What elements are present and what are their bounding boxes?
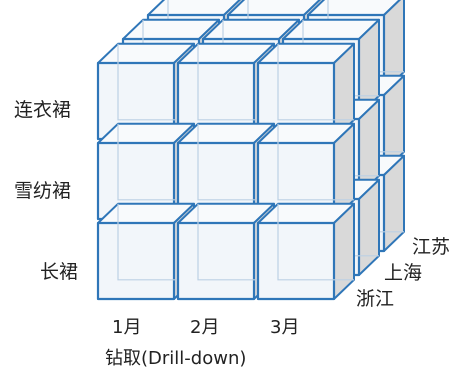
cube-inner-edges-r1-c3-d1 — [277, 43, 354, 121]
cube-inner-edges-r3-c1-d1 — [117, 203, 194, 281]
cube-inner-edges-r1-c2-d1 — [197, 43, 274, 121]
depth-label-middle: 上海 — [384, 262, 423, 284]
cube-inner-edges-r3-c2-d1 — [197, 203, 274, 281]
cube-inner-edges-r3-c3-d1 — [277, 203, 354, 281]
col-label-1: 1月 — [112, 317, 142, 338]
cube-inner-edges-r1-c1-d1 — [117, 43, 194, 121]
col-label-3: 3月 — [270, 317, 300, 338]
row-label-3: 长裙 — [40, 261, 79, 283]
row-label-1: 连衣裙 — [14, 99, 72, 121]
cube-inner-edges-r2-c2-d1 — [197, 123, 274, 201]
caption: 钻取(Drill-down) — [105, 348, 247, 369]
cube-inner-edges-r2-c1-d1 — [117, 123, 194, 201]
cube-front-r3-c3-d1 — [256, 221, 336, 301]
col-label-2: 2月 — [190, 317, 220, 338]
cube-front-r3-c1-d1 — [96, 221, 176, 301]
cube-inner-edges-r2-c3-d1 — [277, 123, 354, 201]
row-label-2: 雪纺裙 — [14, 180, 72, 202]
cube-front-r3-c2-d1 — [176, 221, 256, 301]
depth-label-back: 江苏 — [412, 236, 451, 258]
depth-label-front: 浙江 — [356, 288, 395, 310]
